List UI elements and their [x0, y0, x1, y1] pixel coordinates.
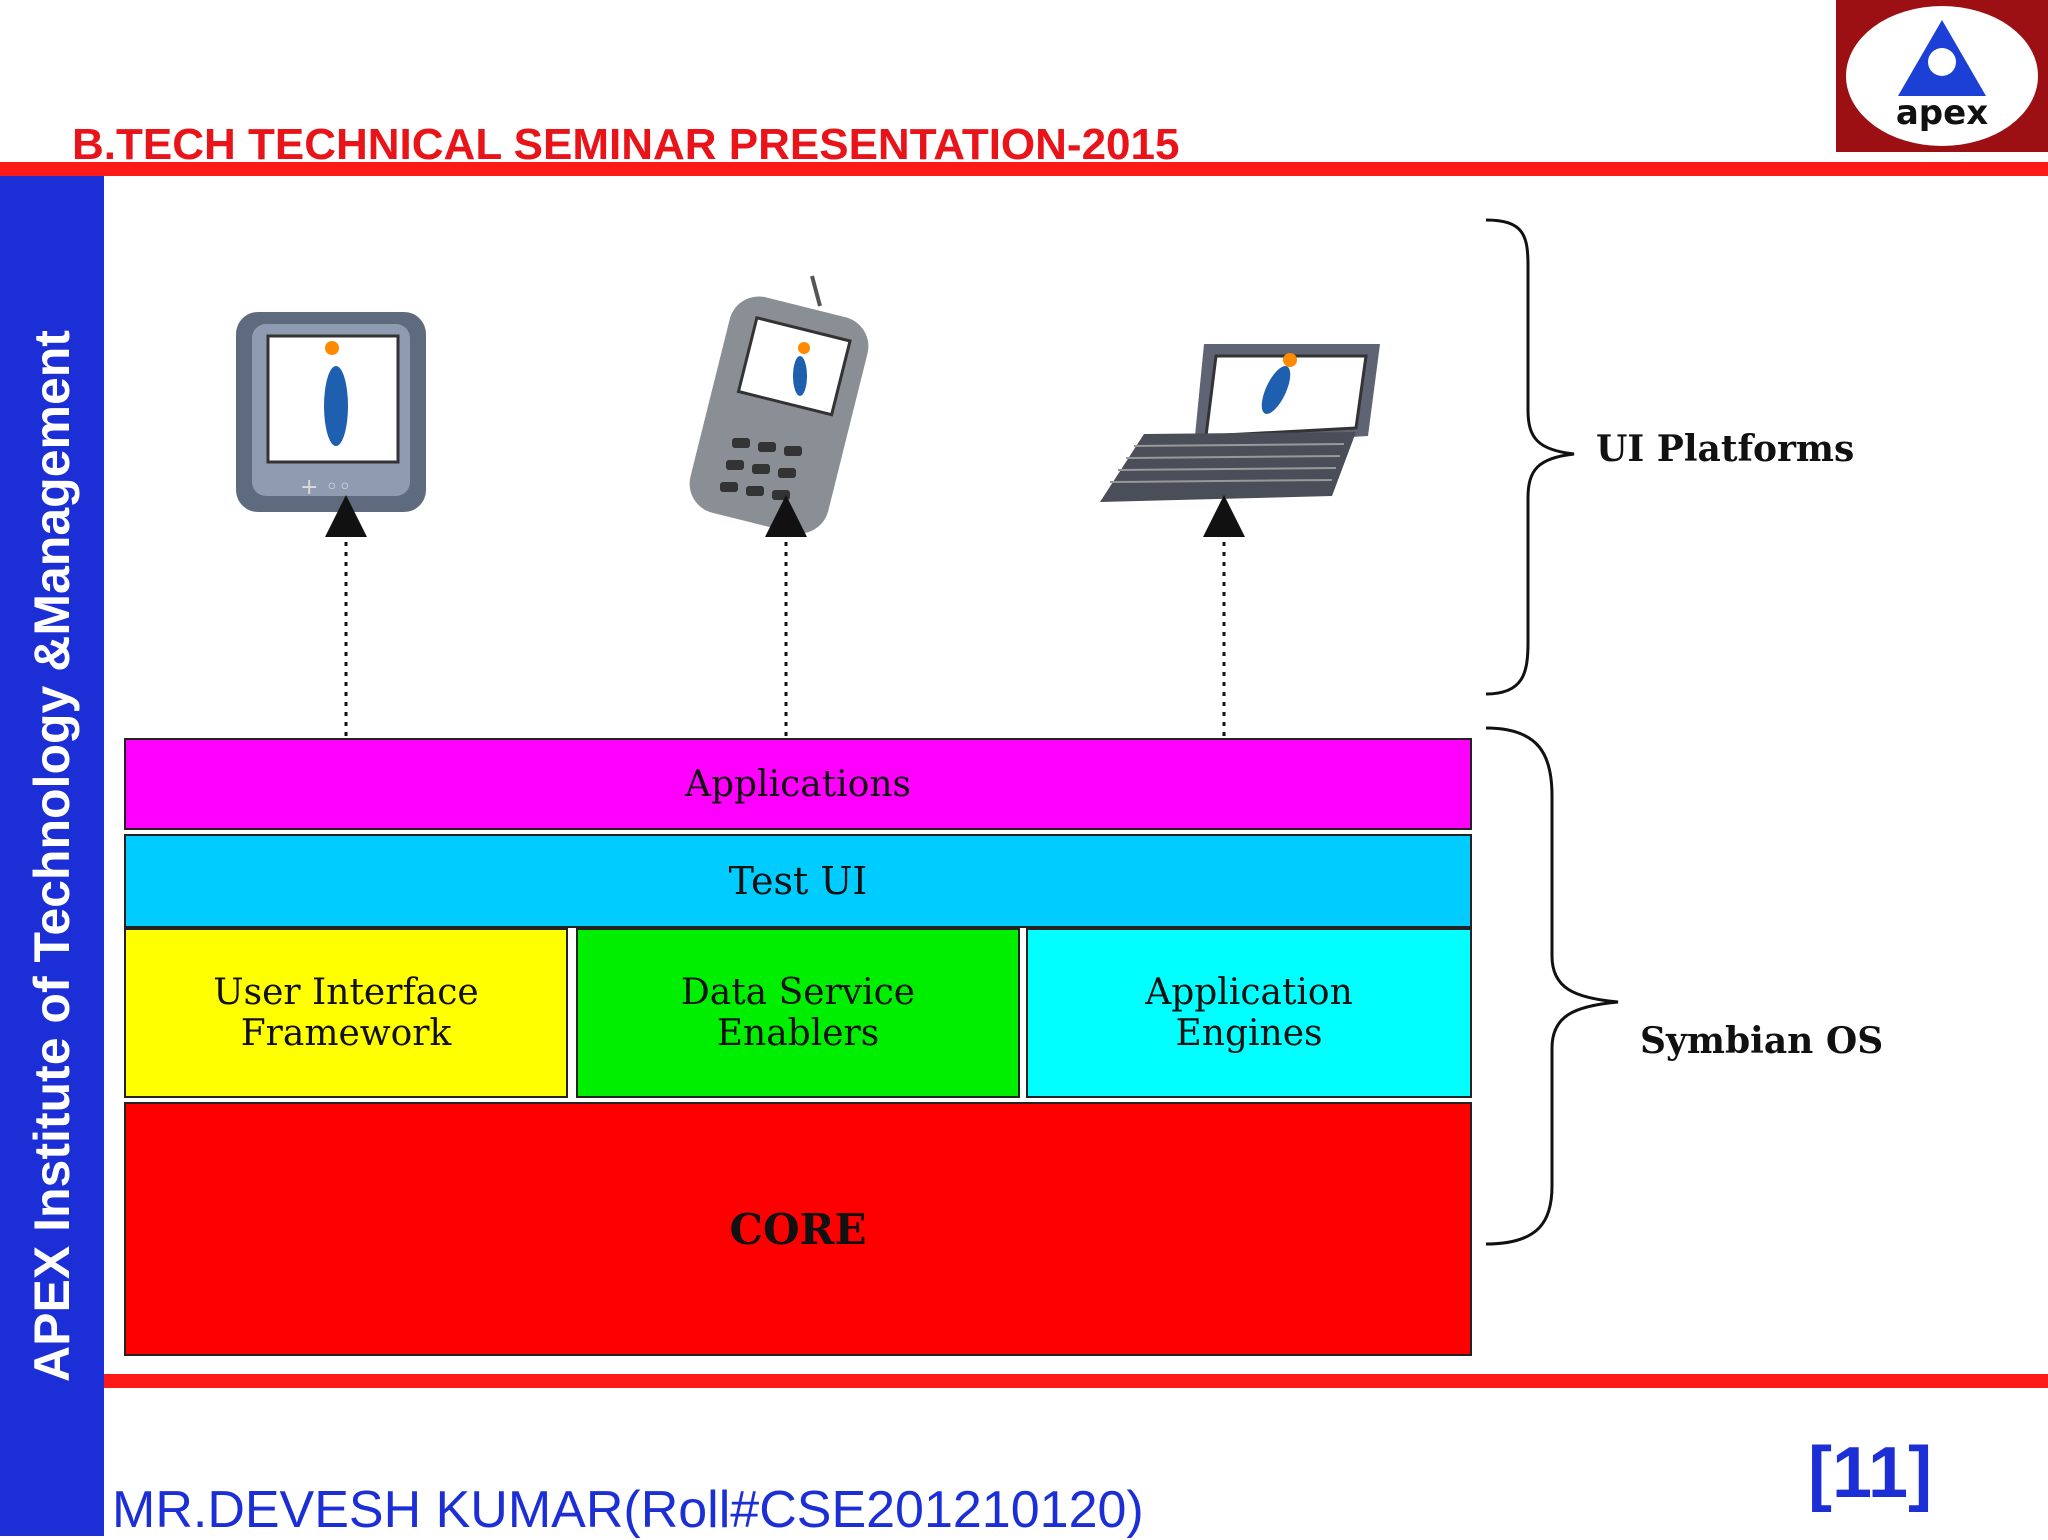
test-ui-label: Test UI: [728, 859, 868, 903]
svg-text:apex: apex: [1896, 93, 1988, 133]
ui-framework-layer: User Interface Framework: [124, 928, 568, 1098]
ui-platforms-label: UI Platforms: [1596, 428, 1855, 470]
symbian-os-brace: [1485, 726, 1619, 1246]
data-service-label: Data Service Enablers: [680, 972, 916, 1054]
app-engines-label: Application Engines: [1145, 972, 1353, 1054]
institute-band: [0, 176, 104, 1536]
core-layer: CORE: [124, 1102, 1472, 1356]
presenter-name: MR.DEVESH KUMAR(Roll#CSE201210120): [112, 1481, 1144, 1539]
core-label: CORE: [729, 1204, 867, 1254]
ui-framework-label: User Interface Framework: [213, 972, 479, 1054]
handheld-laptop-icon: [1100, 344, 1380, 502]
symbian-architecture-diagram: + ◦◦: [104, 176, 2048, 1374]
svg-text:+ ◦◦: + ◦◦: [300, 475, 351, 500]
top-divider: [0, 162, 2048, 176]
dotted-arrows: [325, 495, 1245, 736]
diagram-graphics: + ◦◦: [236, 218, 1619, 1246]
institute-name: APEX Institute of Technology &Management: [24, 330, 80, 1382]
presentation-title: B.TECH TECHNICAL SEMINAR PRESENTATION-20…: [72, 120, 1180, 169]
symbian-os-label: Symbian OS: [1640, 1020, 1884, 1062]
applications-label: Applications: [684, 763, 912, 805]
app-engines-layer: Application Engines: [1026, 928, 1472, 1098]
slide-number: [11]: [1808, 1433, 1933, 1513]
ui-platforms-brace: [1485, 218, 1575, 696]
bottom-divider: [104, 1374, 2048, 1388]
data-service-layer: Data Service Enablers: [576, 928, 1020, 1098]
applications-layer: Applications: [124, 738, 1472, 830]
pda-device-icon: + ◦◦: [236, 312, 426, 512]
apex-logo: apex: [1836, 0, 2048, 152]
mobile-phone-icon: [689, 275, 869, 534]
test-ui-layer: Test UI: [124, 834, 1472, 928]
